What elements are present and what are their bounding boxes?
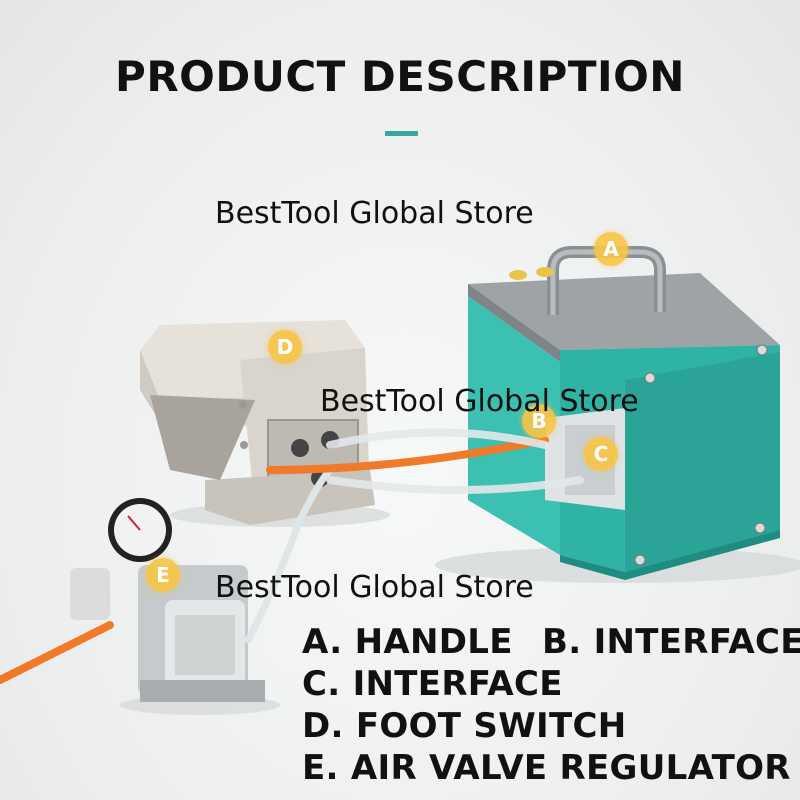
part-label-b: B. INTERFACE bbox=[542, 622, 800, 662]
store-watermark: BestTool Global Store bbox=[320, 384, 639, 419]
marker-b: B bbox=[522, 404, 556, 438]
marker-c: C bbox=[584, 437, 618, 471]
part-label-c: C. INTERFACE bbox=[302, 664, 563, 704]
air-regulator bbox=[70, 498, 265, 702]
part-label-d: D. FOOT SWITCH bbox=[302, 706, 627, 746]
marker-a: A bbox=[594, 232, 628, 266]
part-label-a: A. HANDLE bbox=[302, 622, 513, 662]
part-label-e: E. AIR VALVE REGULATOR bbox=[302, 748, 791, 788]
foot-switch bbox=[140, 320, 375, 525]
marker-e: E bbox=[146, 558, 180, 592]
crimping-machine bbox=[468, 246, 780, 580]
title-underline bbox=[385, 131, 418, 136]
store-watermark: BestTool Global Store bbox=[215, 196, 534, 231]
store-watermark: BestTool Global Store bbox=[215, 570, 534, 605]
marker-d: D bbox=[268, 330, 302, 364]
page-title: PRODUCT DESCRIPTION bbox=[115, 52, 685, 101]
air-hoses bbox=[0, 428, 584, 684]
